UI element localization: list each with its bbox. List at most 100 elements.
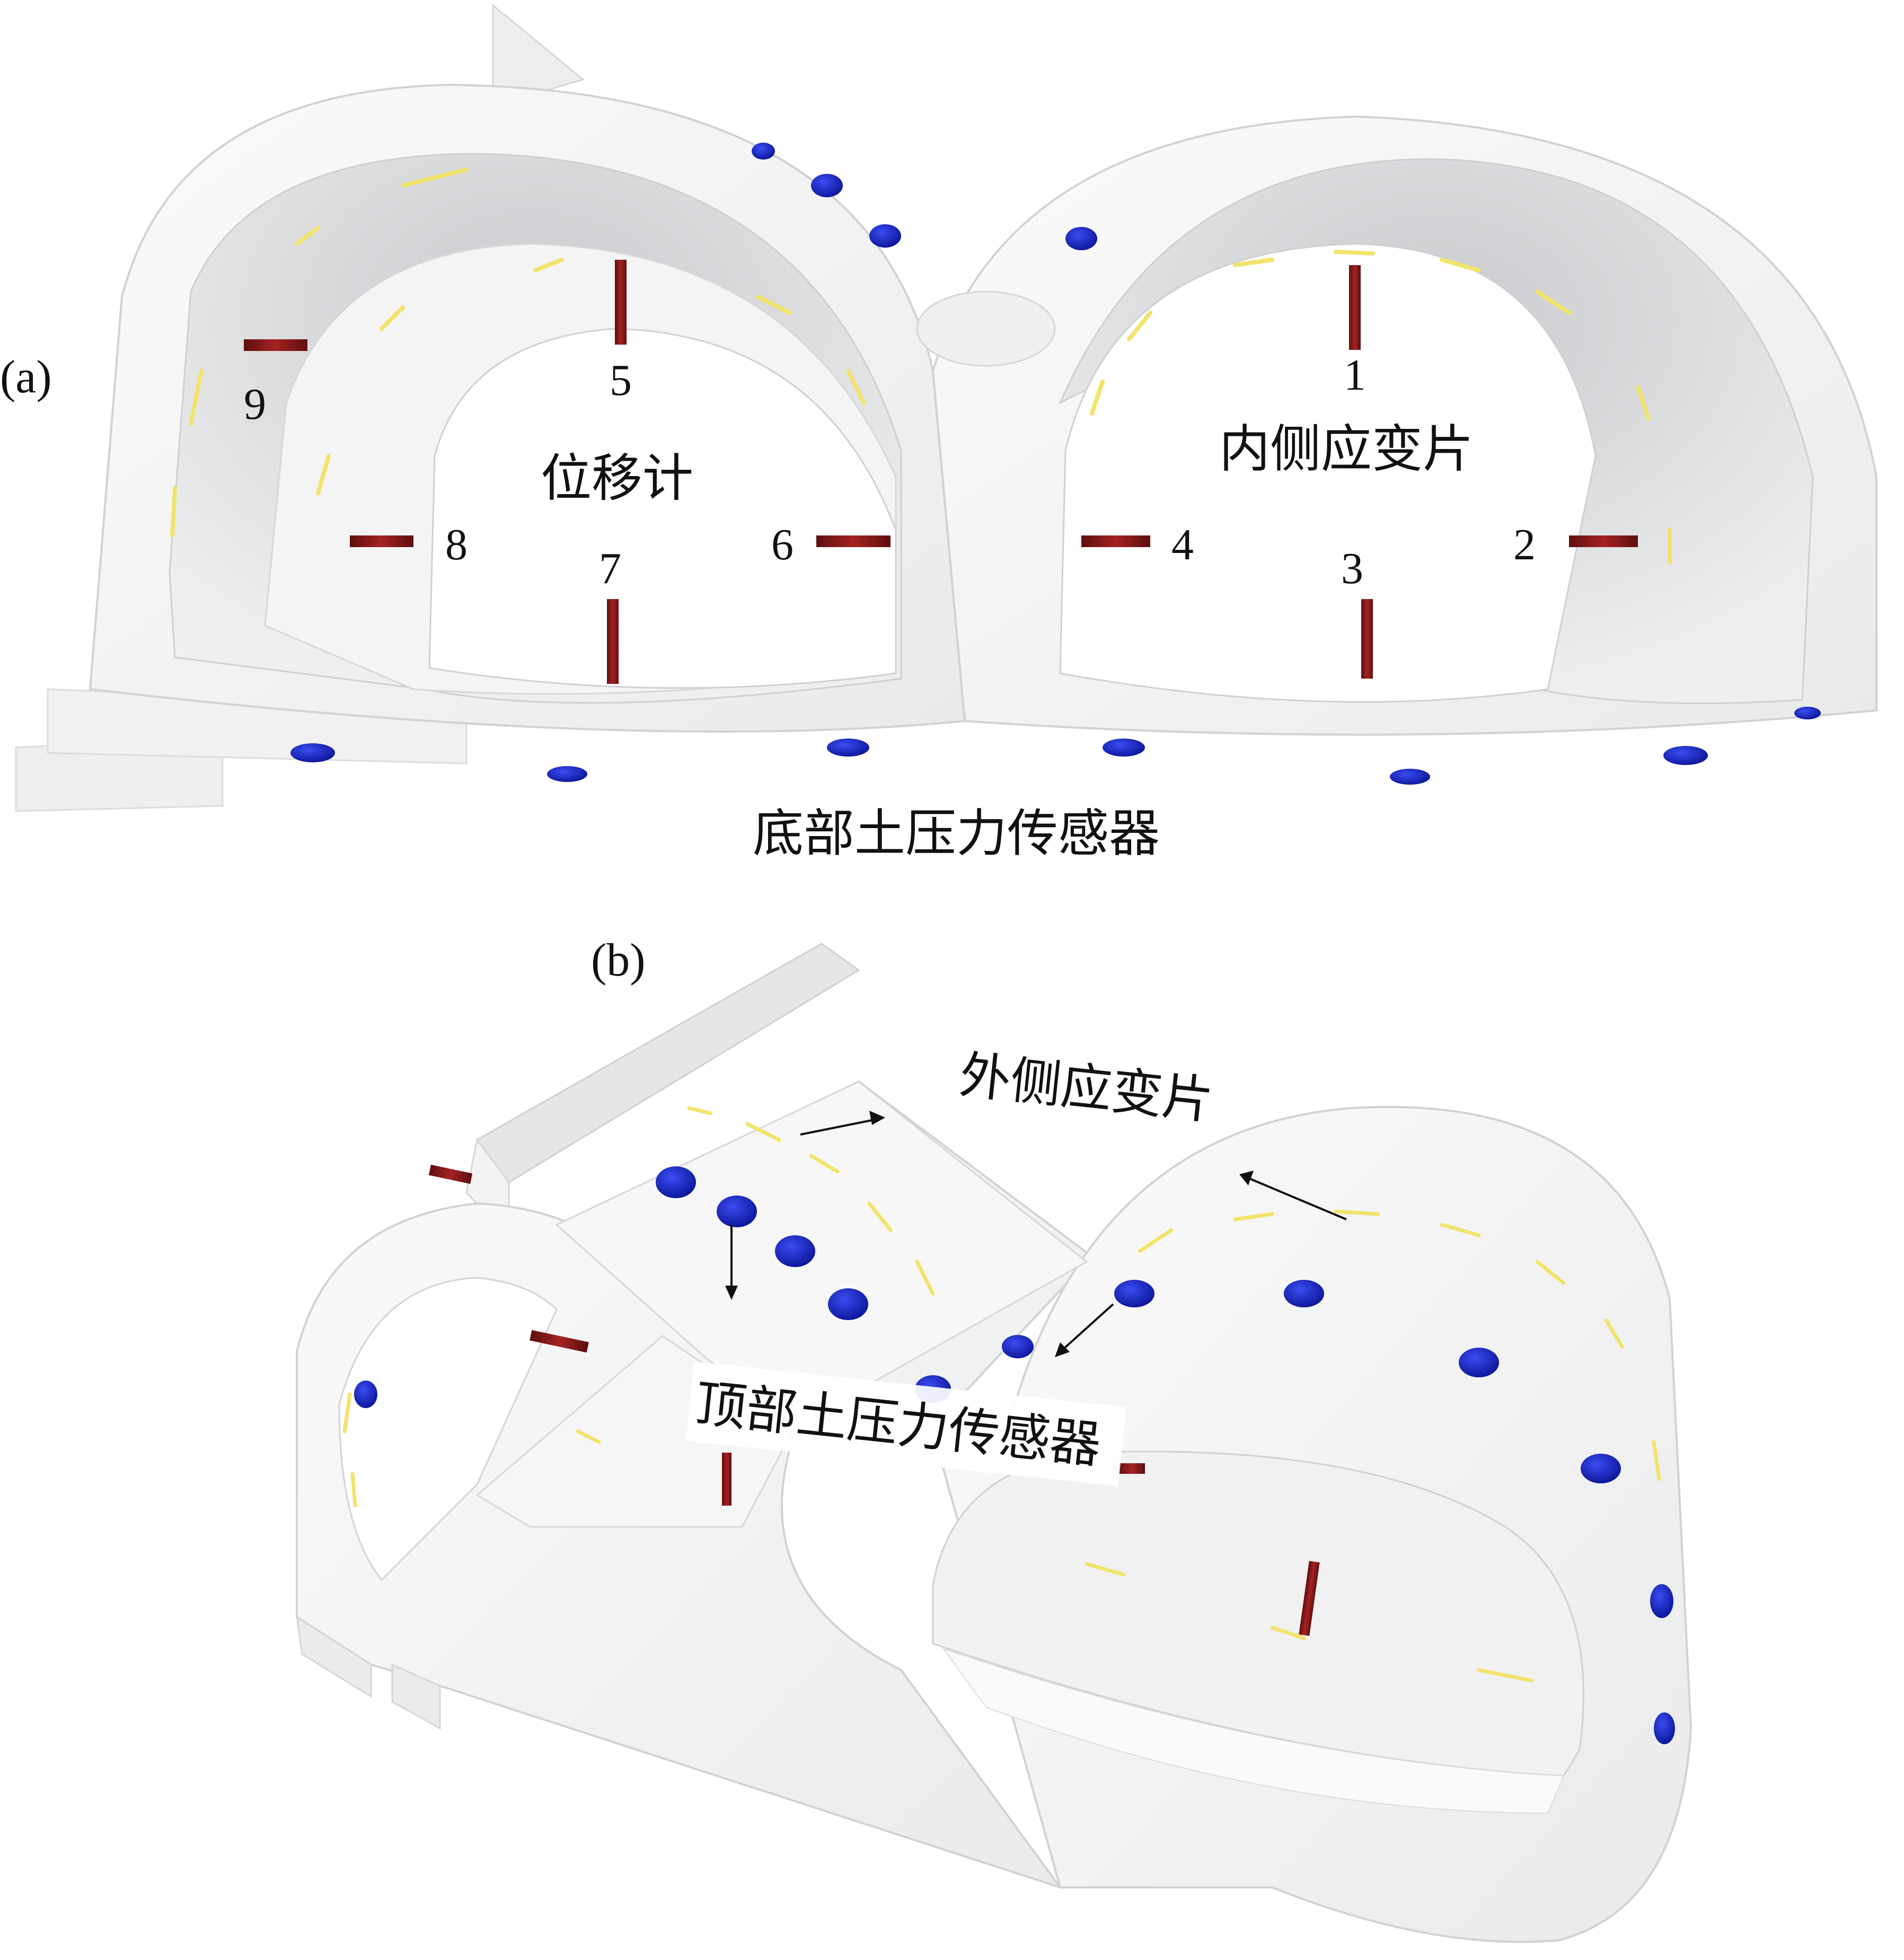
strain-gauge	[170, 486, 177, 538]
strain-gauge	[576, 1429, 601, 1444]
strain-gauge	[401, 168, 469, 188]
gauge-number-6: 6	[771, 520, 794, 569]
bottom-earth-pressure-label: 底部土压力传感器	[753, 804, 1160, 863]
arrow-line	[1059, 1303, 1114, 1353]
strain-gauge	[1440, 258, 1481, 273]
arrow-head	[869, 1111, 885, 1125]
right-tunnel-floor	[942, 1648, 1565, 1814]
displacement-meter-label: 位移计	[541, 449, 693, 508]
strain-gauge	[687, 1106, 712, 1115]
displacement-meters	[244, 260, 1638, 684]
base-step-b	[296, 1615, 372, 1698]
gauge-number-7: 7	[599, 544, 621, 593]
strain-gauge	[1535, 1260, 1566, 1285]
strain-gauge	[756, 295, 792, 315]
middle-top-slab	[555, 1080, 1088, 1427]
displacement-meters-b	[428, 1164, 1320, 1636]
strain-gauge	[189, 369, 204, 426]
displacement-meter-8	[350, 535, 413, 547]
arrow-line	[1245, 1176, 1347, 1220]
strain-gauge	[1334, 250, 1375, 256]
pressure-sensor	[717, 1196, 757, 1227]
strain-gauge	[1535, 289, 1571, 315]
pressure-sensor	[828, 1288, 868, 1320]
strain-gauge	[1233, 1212, 1274, 1221]
right-tunnel-opening	[1059, 243, 1597, 703]
strain-gauge	[1233, 258, 1274, 267]
gauge-number-4: 4	[1171, 520, 1194, 569]
pressure-sensor	[1065, 227, 1097, 250]
displacement-meter-3	[1361, 599, 1373, 679]
arrow-line	[800, 1118, 880, 1136]
displacement-meter	[1299, 1561, 1320, 1636]
pressure-sensor	[1002, 1335, 1034, 1358]
strain-gauge	[380, 305, 405, 331]
pointer-arrows	[725, 1111, 1347, 1357]
strain-gauge	[1138, 1228, 1174, 1253]
pressure-sensor	[827, 739, 869, 757]
strain-gauge	[1440, 1223, 1481, 1237]
strain-gauge	[1085, 1562, 1126, 1577]
gauge-number-8: 8	[445, 520, 468, 569]
arrow-head	[725, 1286, 738, 1300]
pressure-sensor	[775, 1235, 815, 1267]
left-tunnel-opening-b	[338, 1277, 558, 1581]
displacement-meter-1	[1349, 265, 1361, 350]
strain-gauge	[350, 1472, 357, 1508]
arrow-head	[1239, 1171, 1254, 1185]
displacement-meter-9	[244, 339, 307, 351]
strain-gauge	[1652, 1440, 1661, 1481]
pressure-sensor	[1103, 739, 1145, 757]
displacement-meter	[428, 1164, 473, 1184]
gauge-number-3: 3	[1341, 544, 1363, 593]
strain-gauge	[1477, 1668, 1534, 1683]
middle-pillar-cap	[916, 291, 1056, 367]
strain-gauge	[316, 454, 331, 495]
base-step-b	[391, 1663, 441, 1730]
pressure-sensor	[811, 174, 843, 197]
gauge-number-5: 5	[610, 356, 632, 405]
displacement-meter	[530, 1330, 589, 1353]
strain-gauge	[1090, 380, 1105, 416]
left-core-opening	[428, 328, 897, 689]
pressure-sensor	[869, 224, 901, 248]
displacement-meter-2	[1569, 535, 1638, 547]
strain-gauge	[533, 258, 564, 273]
strain-gauge	[1604, 1318, 1624, 1349]
gauge-number-2: 2	[1513, 520, 1536, 569]
pressure-sensor	[354, 1381, 377, 1408]
pressure-sensor	[1390, 769, 1430, 785]
pressure-sensor	[1114, 1280, 1154, 1307]
strain-gauge	[846, 369, 866, 405]
pressure-sensor	[1284, 1280, 1324, 1307]
strain-gauge	[867, 1201, 893, 1232]
strain-gauge	[809, 1154, 840, 1174]
displacement-meter	[1118, 1463, 1145, 1474]
pressure-sensor	[656, 1166, 696, 1198]
pressure-sensor	[290, 743, 335, 762]
pressure-sensor	[1581, 1454, 1621, 1483]
pressure-sensor	[547, 766, 587, 782]
top-pressure-label-bg	[685, 1361, 1127, 1487]
pressure-sensor	[1663, 746, 1708, 765]
gauge-number-1: 1	[1344, 350, 1366, 400]
inner-strain-gauge-label: 内侧应变片	[1219, 419, 1474, 479]
pressure-sensor	[1794, 707, 1821, 719]
strain-gauge	[342, 1392, 352, 1434]
strain-gauge	[1127, 311, 1152, 341]
outer-strain-label-bg	[954, 1044, 1230, 1124]
strain-gauge	[1636, 385, 1651, 421]
displacement-meter-5	[615, 260, 627, 345]
strain-gauge	[1270, 1625, 1306, 1640]
outer-strain-gauges	[342, 1106, 1661, 1683]
inner-strain-gauges	[170, 168, 1672, 564]
displacement-meter-6	[816, 535, 891, 547]
pressure-sensor	[1654, 1712, 1675, 1744]
gauge-number-9: 9	[244, 380, 266, 429]
displacement-meter-7	[607, 599, 619, 684]
top-pressure-sensors	[354, 1166, 1675, 1744]
panel-a: (a) 1 2 3 4 5 6 7 8 9 位移计 内侧应变片 底部土压力传感器	[0, 3, 1877, 863]
strain-gauge	[745, 1122, 781, 1142]
panel-b: (b) 外侧应变片 顶部土压力传感器	[296, 935, 1693, 1943]
